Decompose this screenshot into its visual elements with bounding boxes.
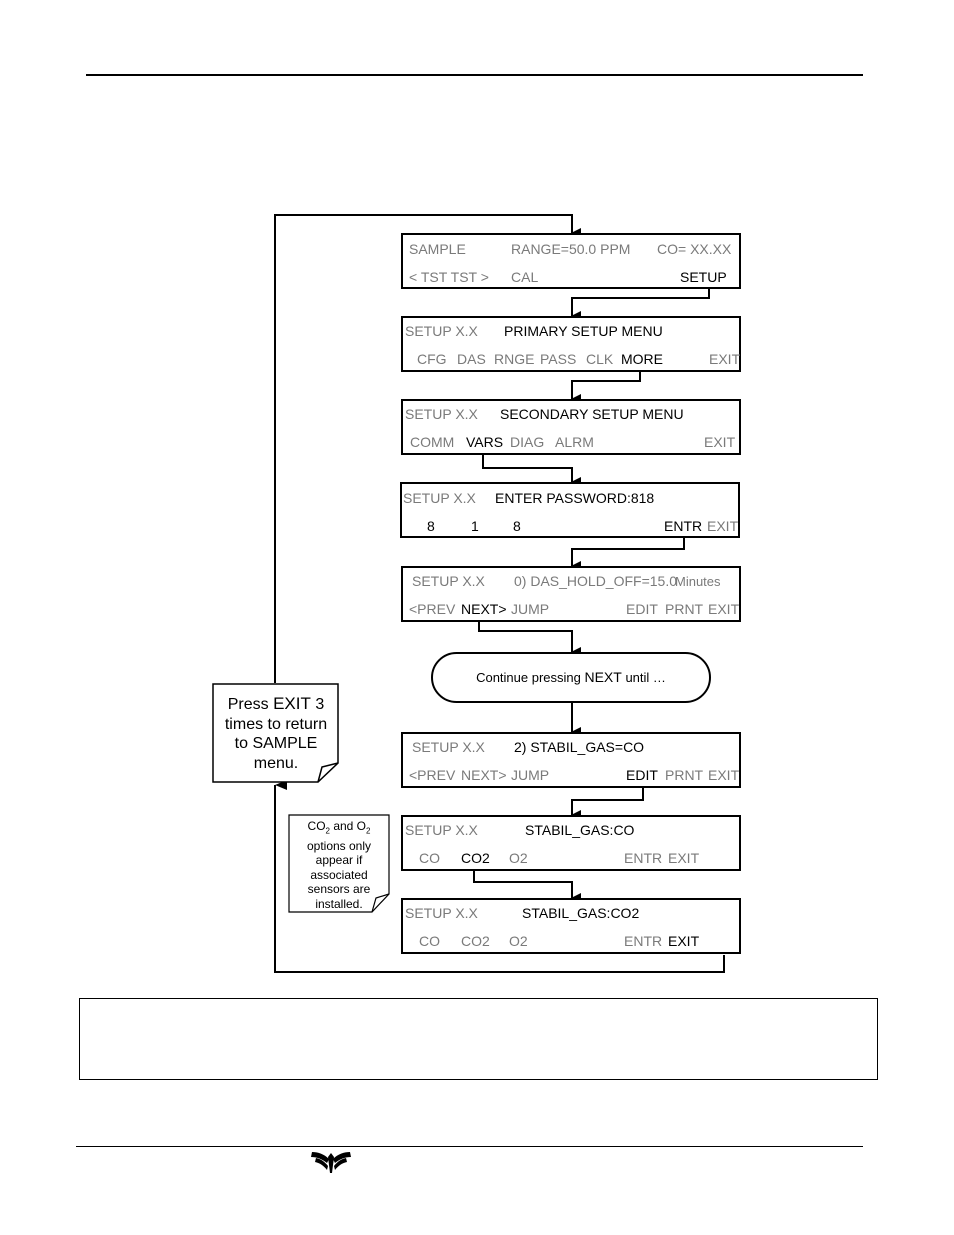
primary-setup-screen: SETUP X.X PRIMARY SETUP MENU CFG DAS RNG… xyxy=(401,316,741,372)
edit-title: STABIL_GAS:CO xyxy=(525,822,635,838)
prnt-key[interactable]: PRNT xyxy=(665,601,704,617)
setup-key[interactable]: SETUP xyxy=(680,269,727,285)
clk-key[interactable]: CLK xyxy=(586,351,614,367)
variable-value: 0) DAS_HOLD_OFF=15.0 xyxy=(514,573,678,589)
das-hold-off-screen: SETUP X.X 0) DAS_HOLD_OFF=15.0 Minutes <… xyxy=(401,566,741,622)
tst-keys[interactable]: < TST TST > xyxy=(409,269,489,285)
jump-key[interactable]: JUMP xyxy=(511,767,550,783)
exit-key[interactable]: EXIT xyxy=(708,601,740,617)
das-key[interactable]: DAS xyxy=(457,351,486,367)
screen-title: SETUP X.X xyxy=(403,490,476,506)
screen-title: SETUP X.X xyxy=(405,323,478,339)
entr-key[interactable]: ENTR xyxy=(664,518,703,534)
jump-key[interactable]: JUMP xyxy=(511,601,550,617)
password-screen: SETUP X.X ENTER PASSWORD:818 8 1 8 ENTR … xyxy=(400,482,740,538)
co-key[interactable]: CO xyxy=(419,850,440,866)
arrow-setup xyxy=(571,284,710,321)
return-loop-top xyxy=(274,214,581,683)
cfg-key[interactable]: CFG xyxy=(417,351,447,367)
screen-title: SETUP X.X xyxy=(412,573,485,589)
pass-key[interactable]: PASS xyxy=(540,351,577,367)
company-logo xyxy=(311,1152,351,1173)
caption-box xyxy=(79,998,878,1080)
prev-key[interactable]: <PREV xyxy=(409,601,456,617)
options-note: CO2 and O2 options only appear if associ… xyxy=(306,819,372,911)
edit-title: STABIL_GAS:CO2 xyxy=(522,905,640,921)
footer-rule xyxy=(76,1146,863,1147)
screen-title: SETUP X.X xyxy=(412,739,485,755)
arrow-more xyxy=(571,364,641,404)
menu-title: PRIMARY SETUP MENU xyxy=(504,323,663,339)
screen-title: SETUP X.X xyxy=(405,406,478,422)
exit-note-shape xyxy=(212,683,339,783)
exit-note: Press EXIT 3 times to return to SAMPLE m… xyxy=(224,694,328,772)
stabil-gas-co2-screen: SETUP X.X STABIL_GAS:CO2 CO CO2 O2 ENTR … xyxy=(401,898,741,954)
screen-reading: CO= XX.XX xyxy=(657,241,732,257)
co2-key[interactable]: CO2 xyxy=(461,933,490,949)
rnge-key[interactable]: RNGE xyxy=(494,351,535,367)
cal-key[interactable]: CAL xyxy=(511,269,539,285)
arrow-entr xyxy=(571,531,685,571)
continue-oval: Continue pressing NEXT until … xyxy=(431,652,711,703)
digit-3[interactable]: 8 xyxy=(513,518,521,534)
variable-unit: Minutes xyxy=(675,574,721,589)
digit-2[interactable]: 1 xyxy=(471,518,479,534)
entr-key[interactable]: ENTR xyxy=(624,850,663,866)
vars-key[interactable]: VARS xyxy=(466,434,504,450)
next-key[interactable]: NEXT> xyxy=(461,601,507,617)
arrow-edit xyxy=(571,781,644,820)
digit-1[interactable]: 8 xyxy=(427,518,435,534)
screen-range: RANGE=50.0 PPM xyxy=(511,241,631,257)
co2-key[interactable]: CO2 xyxy=(461,850,490,866)
exit-key[interactable]: EXIT xyxy=(709,351,741,367)
exit-key[interactable]: EXIT xyxy=(668,850,700,866)
variable-value: 2) STABIL_GAS=CO xyxy=(514,739,645,755)
options-note-shape xyxy=(288,814,390,913)
menu-title: SECONDARY SETUP MENU xyxy=(500,406,684,422)
continue-text: Continue pressing NEXT until … xyxy=(476,669,666,685)
return-loop-bottom xyxy=(274,780,725,973)
o2-key[interactable]: O2 xyxy=(509,933,528,949)
header-rule xyxy=(86,74,863,76)
exit-key[interactable]: EXIT xyxy=(704,434,736,450)
alrm-key[interactable]: ALRM xyxy=(555,434,594,450)
exit-key[interactable]: EXIT xyxy=(708,767,740,783)
arrow-next xyxy=(478,614,581,657)
more-key[interactable]: MORE xyxy=(621,351,663,367)
exit-key[interactable]: EXIT xyxy=(707,518,739,534)
diag-key[interactable]: DIAG xyxy=(510,434,545,450)
screen-title: SAMPLE xyxy=(409,241,466,257)
prnt-key[interactable]: PRNT xyxy=(665,767,704,783)
screen-title: SETUP X.X xyxy=(405,905,478,921)
arrow-co2 xyxy=(473,865,581,903)
sample-screen: SAMPLE RANGE=50.0 PPM CO= XX.XX < TST TS… xyxy=(401,233,741,289)
o2-key[interactable]: O2 xyxy=(509,850,528,866)
co-key[interactable]: CO xyxy=(419,933,440,949)
edit-key[interactable]: EDIT xyxy=(626,767,658,783)
stabil-gas-screen: SETUP X.X 2) STABIL_GAS=CO <PREV NEXT> J… xyxy=(401,732,741,788)
password-prompt: ENTER PASSWORD:818 xyxy=(495,490,655,506)
prev-key[interactable]: <PREV xyxy=(409,767,456,783)
stabil-gas-edit-screen: SETUP X.X STABIL_GAS:CO CO CO2 O2 ENTR E… xyxy=(401,815,741,871)
exit-key[interactable]: EXIT xyxy=(668,933,700,949)
screen-title: SETUP X.X xyxy=(405,822,478,838)
secondary-setup-screen: SETUP X.X SECONDARY SETUP MENU COMM VARS… xyxy=(401,399,741,455)
arrow-vars xyxy=(482,448,581,487)
comm-key[interactable]: COMM xyxy=(410,434,455,450)
entr-key[interactable]: ENTR xyxy=(624,933,663,949)
next-key[interactable]: NEXT> xyxy=(461,767,507,783)
edit-key[interactable]: EDIT xyxy=(626,601,658,617)
